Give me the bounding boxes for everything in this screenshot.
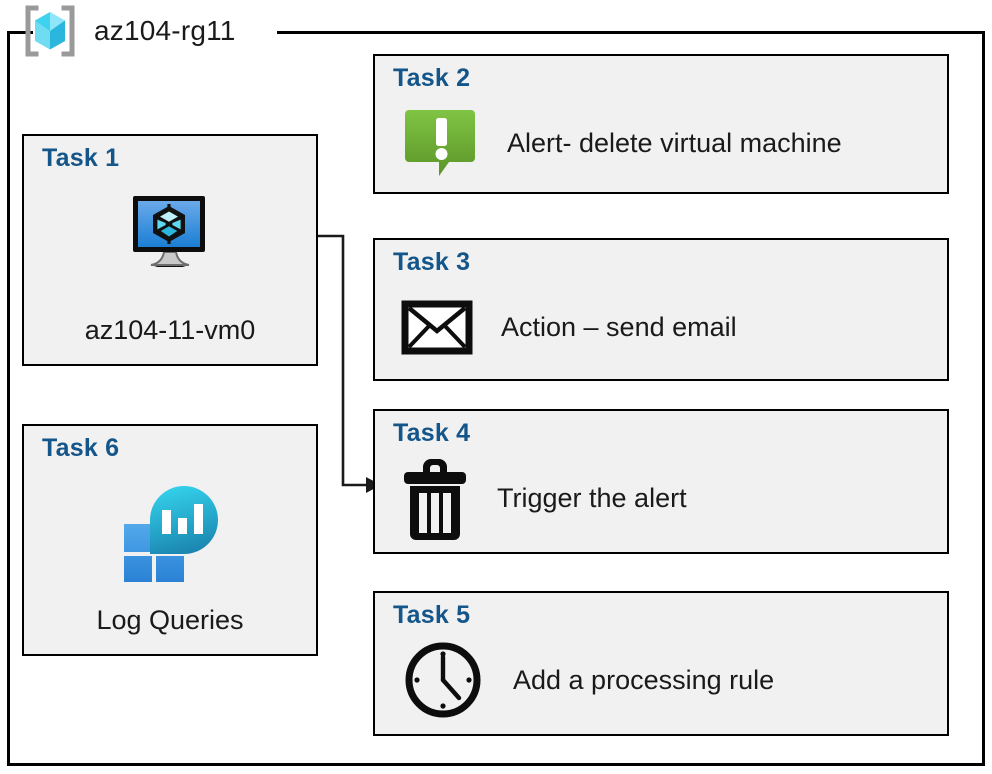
resource-group-container (7, 31, 985, 766)
log-analytics-icon (118, 478, 222, 582)
card-task3-title: Task 3 (393, 248, 471, 276)
card-task2[interactable]: Task 2 Alert- delete virtual machine (373, 54, 949, 194)
card-task4[interactable]: Task 4 Trigger the alert (373, 409, 949, 554)
card-task1[interactable]: Task 1 (22, 134, 318, 366)
card-task5-title: Task 5 (393, 601, 471, 629)
card-task4-label: Trigger the alert (497, 482, 687, 513)
card-task6-title: Task 6 (42, 434, 120, 462)
card-task3-label: Action – send email (501, 311, 737, 342)
email-envelope-icon (401, 298, 473, 356)
resource-group-border-top-right (277, 31, 985, 34)
card-task6[interactable]: Task 6 (22, 424, 318, 656)
card-task2-label: Alert- delete virtual machine (507, 127, 842, 158)
card-task1-label: az104-11-vm0 (84, 315, 256, 345)
card-task5[interactable]: Task 5 Add a processing rule (373, 591, 949, 736)
resource-group-header: az104-rg11 (22, 4, 242, 58)
card-task1-title: Task 1 (42, 144, 120, 172)
card-task5-label: Add a processing rule (513, 664, 775, 695)
card-task4-title: Task 4 (393, 419, 471, 447)
alert-exclamation-bubble-icon (401, 104, 479, 182)
virtual-machine-monitor-icon (124, 188, 216, 278)
card-task2-title: Task 2 (393, 64, 471, 92)
resource-group-name: az104-rg11 (88, 15, 242, 47)
clock-icon (401, 638, 485, 722)
trash-can-icon (401, 451, 469, 545)
resource-group-border-top-left (7, 31, 33, 34)
resource-group-cube-icon (25, 5, 75, 57)
card-task3[interactable]: Task 3 Action – send email (373, 238, 949, 381)
card-task6-label: Log Queries (96, 605, 244, 635)
